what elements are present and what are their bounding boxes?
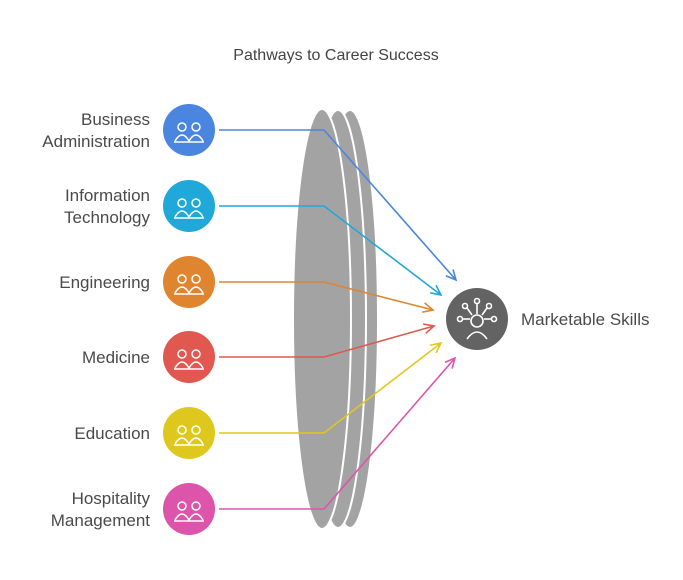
connector-line — [219, 281, 434, 311]
pathway-label: Hospitality — [72, 489, 151, 508]
pathway-node — [163, 483, 215, 535]
pathway-label: Education — [74, 424, 150, 443]
connector-line — [219, 325, 435, 358]
crane-icon — [174, 274, 204, 295]
pathway-education: Education — [74, 341, 443, 459]
arrow-head — [422, 302, 435, 313]
connector-line — [219, 357, 456, 510]
pathway-node — [163, 180, 215, 232]
pathway-label: Business — [81, 110, 150, 129]
pathway-medicine: Medicine — [82, 323, 436, 383]
teacher-student-icon — [174, 425, 204, 446]
connector-line — [219, 129, 457, 281]
pathway-label: Administration — [42, 132, 150, 151]
connector-line — [219, 342, 442, 434]
reception-desk-icon — [174, 501, 204, 522]
pathway-label: Engineering — [59, 273, 150, 292]
diagram-title: Pathways to Career Success — [233, 47, 438, 64]
team-network-icon — [174, 198, 204, 219]
patient-doctor-icon — [174, 349, 204, 370]
pathway-node — [163, 256, 215, 308]
arrow-head — [445, 269, 458, 282]
meeting-icon — [174, 122, 204, 143]
network-person-icon — [456, 297, 498, 340]
pathway-label: Medicine — [82, 348, 150, 367]
pathway-label: Management — [51, 511, 151, 530]
target-node — [446, 288, 508, 350]
pathway-engineering: Engineering — [59, 256, 435, 313]
pathway-node — [163, 104, 215, 156]
target-label: Marketable Skills — [521, 310, 650, 329]
arrow-head — [423, 323, 436, 334]
pathway-label: Technology — [64, 208, 151, 227]
arrow-head — [430, 284, 443, 297]
arrow-head — [444, 356, 457, 369]
pathway-node — [163, 331, 215, 383]
pathway-label: Information — [65, 186, 150, 205]
connector-line — [219, 205, 442, 296]
lens — [292, 108, 379, 530]
pathway-node — [163, 407, 215, 459]
arrow-head — [430, 341, 443, 354]
